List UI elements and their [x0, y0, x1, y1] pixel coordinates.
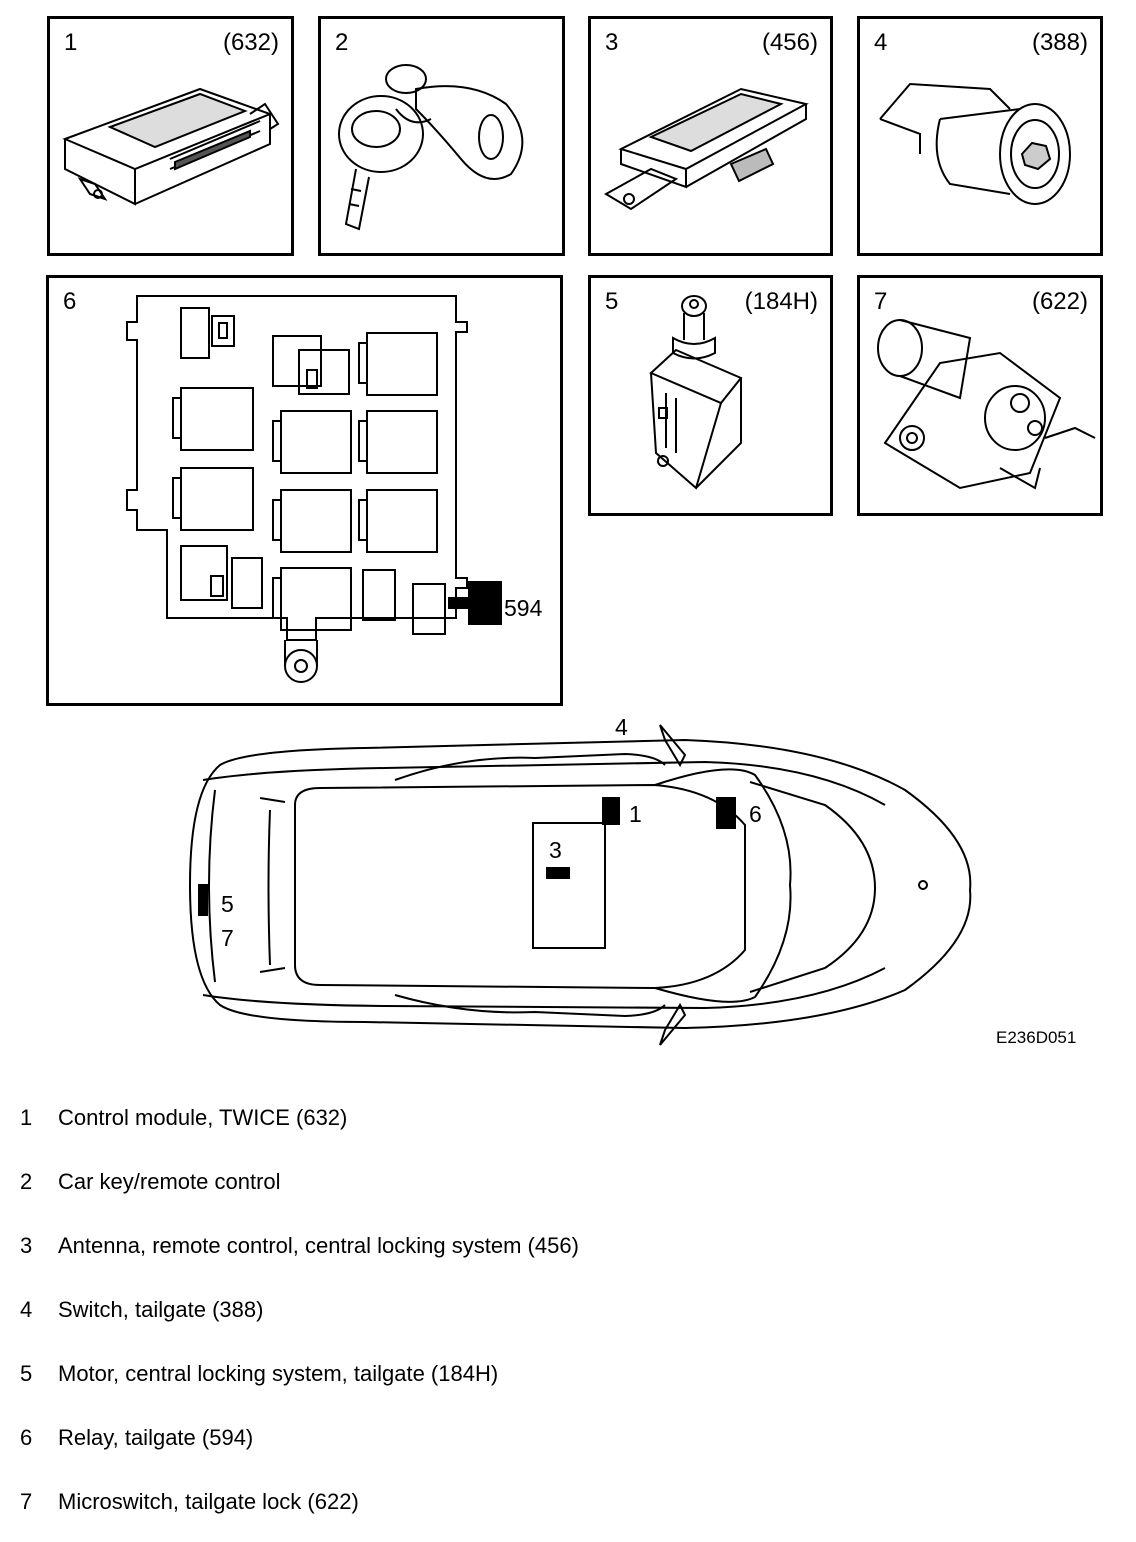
tailgate-switch-illustration [879, 82, 1071, 205]
car-label-6: 6 [749, 801, 762, 827]
control-module-marker [602, 797, 620, 825]
panel-code: (632) [222, 29, 279, 56]
panel-number: 3 [605, 29, 619, 56]
panel-code: (456) [761, 29, 818, 56]
panel-code: (622) [1031, 288, 1088, 315]
motor-marker [198, 884, 208, 916]
panel-antenna: 3 (456) [588, 16, 833, 256]
panel-relay-box: 6 594 [46, 275, 563, 706]
antenna-marker [546, 867, 570, 879]
panel-code: (388) [1031, 29, 1088, 56]
panel-lock-motor: 5 (184H) [588, 275, 833, 516]
car-key-illustration [338, 64, 524, 231]
microswitch-illustration [877, 319, 1096, 490]
panel-number: 2 [335, 29, 349, 56]
car-top-view: 4 1 3 6 5 7 [188, 714, 972, 1046]
car-label-1: 1 [629, 801, 642, 827]
panel-tailgate-switch: 4 (388) [857, 16, 1103, 256]
panel-number: 1 [64, 29, 78, 56]
relay-box-illustration: 594 [126, 295, 543, 683]
relay-callout: 594 [504, 595, 543, 621]
windshield [654, 768, 792, 1003]
antenna-illustration [604, 87, 809, 211]
panel-car-key: 2 [318, 16, 565, 256]
panel-number: 7 [874, 288, 888, 315]
figure-id: E236D051 [996, 1028, 1077, 1047]
lock-motor-illustration [649, 295, 743, 490]
panel-number: 6 [63, 288, 77, 315]
car-label-3: 3 [549, 837, 562, 863]
panel-control-module: 1 (632) [47, 16, 294, 256]
control-module-illustration [62, 87, 280, 206]
sunroof-antenna-area [532, 822, 606, 949]
panel-code: (184H) [744, 288, 818, 315]
car-label-5: 5 [221, 891, 234, 917]
panel-microswitch: 7 (622) [857, 275, 1103, 516]
car-label-7: 7 [221, 925, 234, 951]
relay-marker [716, 797, 736, 829]
roof-outline [294, 783, 746, 990]
panel-number: 5 [605, 288, 619, 315]
panel-number: 4 [874, 29, 888, 56]
car-body-outline [188, 738, 972, 1030]
car-label-4: 4 [615, 714, 628, 740]
